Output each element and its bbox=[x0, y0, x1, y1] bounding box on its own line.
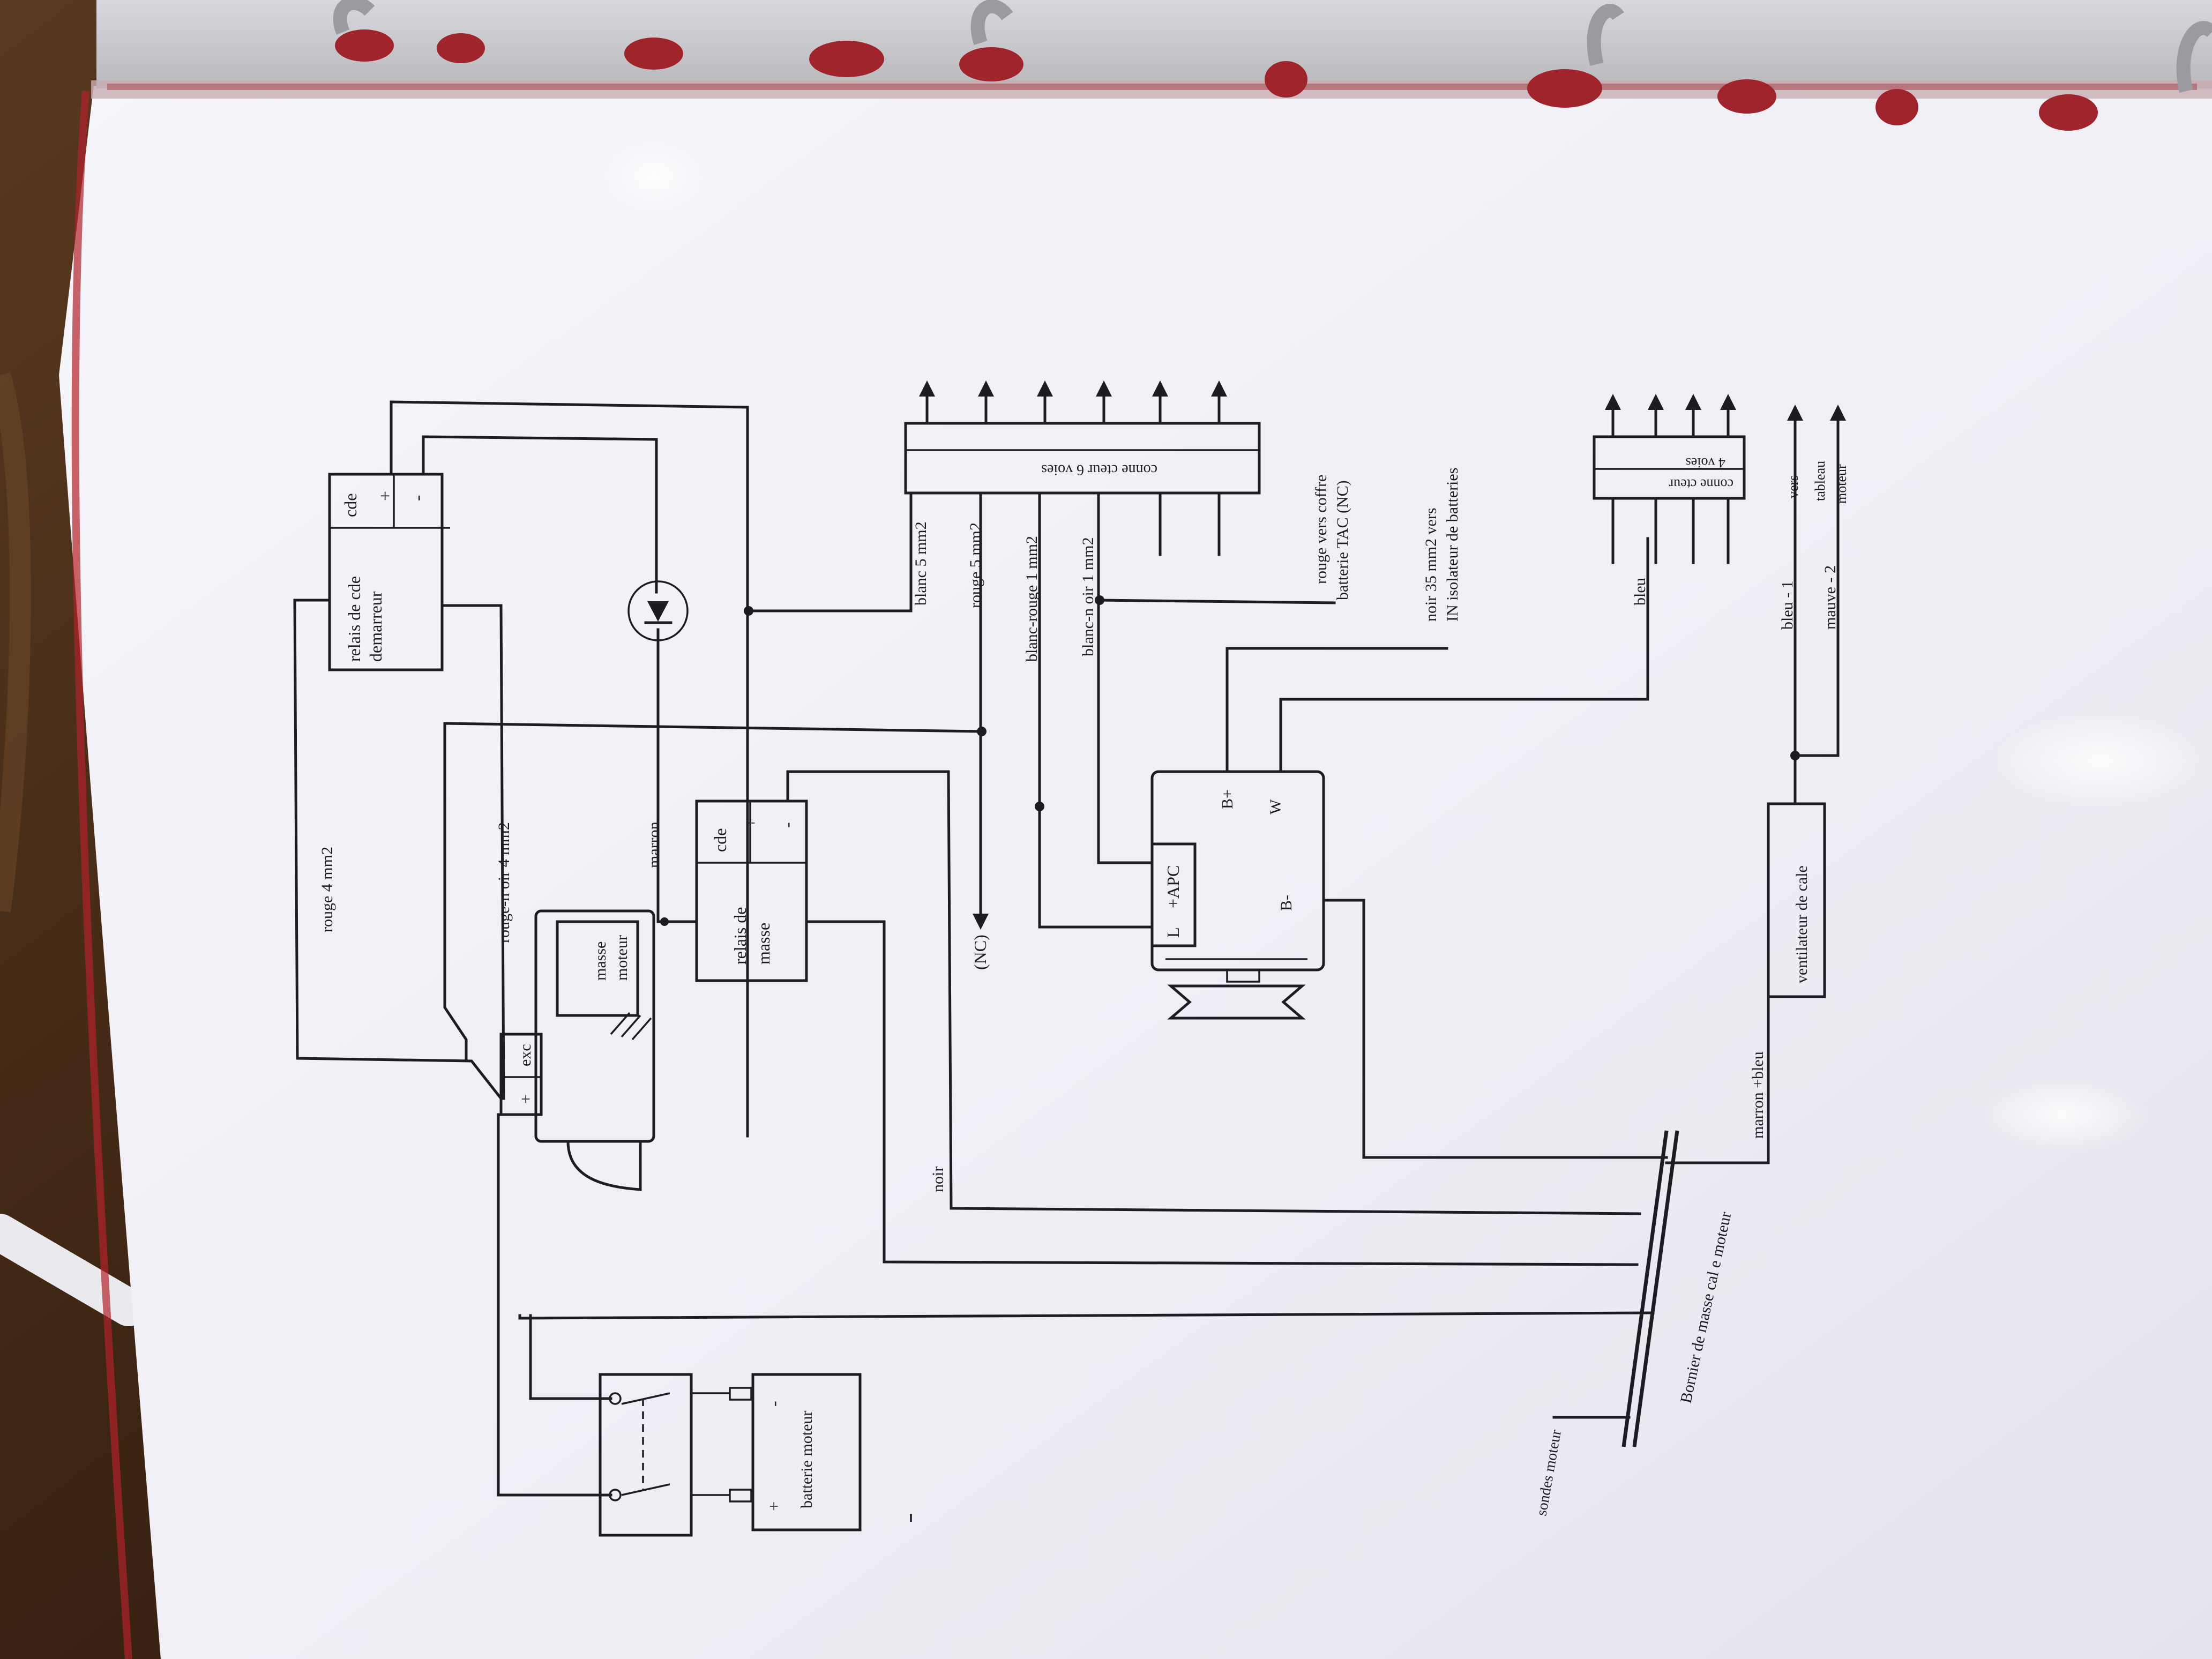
connector-4-way-label-1: conne cteur bbox=[1669, 476, 1733, 492]
battery-label: batterie moteur bbox=[798, 1411, 816, 1508]
moteur-label: moteur bbox=[1834, 464, 1849, 504]
blanc-5mm2-label: blanc 5 mm2 bbox=[912, 521, 930, 606]
marron-label: marron bbox=[645, 821, 663, 868]
vers-label: vers bbox=[1785, 475, 1801, 498]
binder-strip bbox=[96, 0, 2212, 88]
connector-4-way bbox=[1593, 394, 1746, 564]
starter-motor bbox=[499, 909, 655, 1191]
noir-label: noir bbox=[929, 1167, 947, 1192]
alternator bbox=[1150, 770, 1325, 1020]
battery-minus: - bbox=[764, 1401, 783, 1407]
exc-terminal: exc bbox=[517, 1044, 534, 1066]
blanc-rouge-label: blanc-rouge 1 mm2 bbox=[1023, 536, 1041, 662]
rouge-4mm2-label: rouge 4 mm2 bbox=[318, 847, 336, 932]
relay-cde-title-1: relais de cde bbox=[345, 576, 364, 662]
rouge-noir-4mm2-label: rouge-n oir 4 mm2 bbox=[495, 822, 513, 943]
bilge-fan bbox=[1665, 405, 1846, 1164]
rouge-vers-coffre-1: rouge vers coffre bbox=[1312, 475, 1330, 584]
binder-holes bbox=[335, 29, 2098, 131]
connector-6-way-label: conne cteur 6 voies bbox=[1041, 461, 1157, 478]
ground-relay-cde: cde bbox=[711, 828, 730, 852]
binder-page bbox=[59, 80, 2212, 1659]
starter-command-relay bbox=[328, 473, 450, 671]
alternator-apc: +APC bbox=[1163, 865, 1183, 908]
plus-terminal: + bbox=[516, 1094, 535, 1104]
diode-symbol bbox=[627, 580, 689, 923]
ground-relay-plus: + bbox=[741, 818, 760, 828]
battery-switch bbox=[497, 1113, 693, 1537]
noir-35mm2-2: IN isolateur de batteries bbox=[1444, 468, 1461, 622]
perforation-row bbox=[107, 84, 2197, 90]
bleu-1-label: bleu - 1 bbox=[1778, 580, 1796, 630]
relay-plus: + bbox=[376, 491, 395, 501]
ground-relay-title-1: relais de bbox=[730, 907, 750, 965]
connector-4-way-label-2: 4 voies bbox=[1686, 455, 1725, 470]
rouge-5mm2-label: rouge 5 mm2 bbox=[967, 522, 984, 608]
rouge-vers-coffre-2: batterie TAC (NC) bbox=[1334, 480, 1351, 600]
masse-moteur-1: masse bbox=[592, 941, 609, 981]
relay-cde-title-2: demarreur bbox=[366, 591, 385, 662]
bilge-fan-label: ventilateur de cale bbox=[1793, 865, 1811, 983]
tableau-label: tableau bbox=[1812, 461, 1828, 501]
marron-bleu-label: marron +bleu bbox=[1749, 1051, 1767, 1139]
blanc-noir-label: blanc-n oir 1 mm2 bbox=[1079, 537, 1097, 656]
alternator-bplus: B+ bbox=[1219, 789, 1236, 809]
alternator-L: L bbox=[1163, 927, 1183, 938]
nc-label: (NC) bbox=[970, 935, 990, 970]
wiring-diagram: relais de cde demarreur cde + - marron r… bbox=[293, 380, 1849, 1537]
mauve-2-label: mauve - 2 bbox=[1821, 565, 1839, 630]
engine-battery bbox=[691, 1373, 862, 1531]
noir-35mm2-1: noir 35 mm2 vers bbox=[1422, 508, 1440, 622]
ground-relay bbox=[695, 799, 808, 982]
masse-moteur-2: moteur bbox=[613, 935, 631, 981]
connector-6-way-arrows bbox=[919, 380, 1227, 556]
relay-minus: - bbox=[408, 495, 428, 501]
battery-plus: + bbox=[764, 1501, 783, 1511]
connector-6-way bbox=[904, 422, 1261, 495]
ground-relay-title-2: masse bbox=[754, 923, 773, 965]
alternator-bminus: B- bbox=[1277, 895, 1295, 911]
bleu-label: bleu bbox=[1631, 578, 1649, 606]
relay-cde-label: cde bbox=[341, 494, 360, 517]
ground-relay-minus: - bbox=[778, 822, 797, 828]
binder-rings bbox=[333, 0, 2212, 93]
ground-busbar bbox=[518, 1130, 1679, 1447]
alternator-w: W bbox=[1267, 799, 1284, 814]
